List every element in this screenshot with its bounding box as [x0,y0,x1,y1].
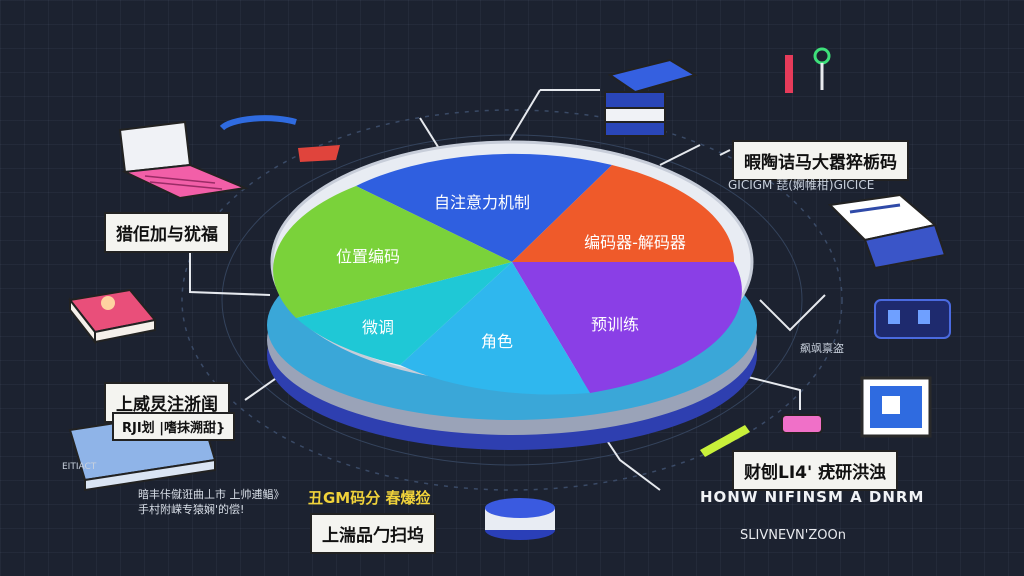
segment-label-encoder-decoder: 编码器-解码器 [584,233,686,252]
app-logo-icon [860,376,932,438]
callout-right-mid-small: 飙飒禀盗 [800,342,844,355]
segment-label-finetune: 微调 [362,318,394,337]
callout-left-lower-sub: RJI划 |嗜抹溯甜} [112,412,236,441]
segment-label-position-encoding: 位置编码 [336,247,400,266]
callout-bottom-yellow: 丑GM码分 春爆猃 [308,489,431,507]
callout-left-small: EITIACT [62,462,97,472]
flag-icon [298,145,340,162]
segment-self-attention [356,153,612,262]
server-stack-icon [604,58,698,137]
segment-label-pretraining: 预训练 [591,315,639,334]
callout-top-right: 暇陶诘马大嚣猝栃码 [732,140,909,181]
document-stack-icon [827,193,947,270]
segment-encoder-decoder [512,165,735,262]
segment-label-self-attention: 自注意力机制 [434,193,530,212]
callout-left-upper: 猎佢加与犹福 [104,212,230,253]
segment-role [400,262,590,395]
green-bar-icon [700,425,750,457]
callout-bottom-right-small: SLIVNEVN'ZOOn [740,528,846,543]
callout-bottom-right-caps: HONW NIFINSM A DNRM [700,488,925,506]
pie-segments [273,153,742,395]
book-icon [68,288,157,345]
callout-right-lower: 财刨LI4' 疣研洪浊 [732,450,899,491]
disc-stack-icon [485,498,555,540]
callout-bottom-left-sub: 暗丰佧僦诳曲丄市 上帅逋鲳》 手村附嵘专猿娴'的偿! [138,488,285,516]
segment-pretraining [512,262,742,393]
segment-position-encoding [273,186,512,318]
arc-decoration [219,115,297,131]
laptop-icon [118,120,249,200]
pink-button-icon [781,414,823,434]
callout-top-right-sub: GICIGM 琵(婀帷柑)GICICE [728,178,875,192]
orbit-ring-outer [181,109,843,491]
callout-bottom-center: 上湍品勹扫坞 [310,513,436,554]
device-icon [874,299,951,339]
key-icon [785,47,831,93]
segment-label-role: 角色 [481,332,513,351]
segment-finetune [296,262,512,365]
